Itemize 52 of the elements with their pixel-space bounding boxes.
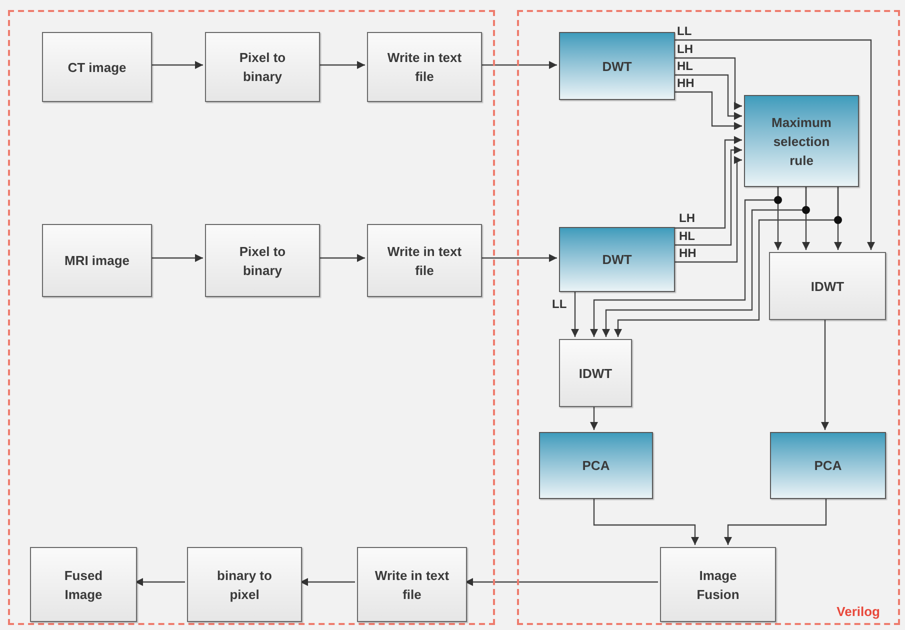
process-box: Maximum selection rule xyxy=(744,95,859,187)
arrow xyxy=(590,185,779,337)
arrow xyxy=(300,578,355,586)
arrow xyxy=(821,318,829,430)
edge-label: LL xyxy=(551,298,568,311)
arrow xyxy=(673,156,742,263)
edge-label: HL xyxy=(676,60,694,73)
arrow xyxy=(571,290,579,337)
process-box: Write in text file xyxy=(357,547,467,622)
process-box: MRI image xyxy=(42,224,152,297)
arrow xyxy=(673,74,742,120)
edge-label: LH xyxy=(676,43,694,56)
edge-label: HH xyxy=(678,247,698,260)
process-box: PCA xyxy=(770,432,886,499)
arrow xyxy=(614,185,839,337)
arrow xyxy=(150,61,203,69)
process-box: DWT xyxy=(559,227,675,292)
arrow xyxy=(602,185,807,337)
arrow xyxy=(673,39,875,250)
edge-label: HL xyxy=(678,230,696,243)
arrow xyxy=(318,61,365,69)
dashed-region xyxy=(517,10,900,625)
arrow xyxy=(318,254,365,262)
region-label: Verilog xyxy=(836,602,880,621)
arrow xyxy=(724,497,827,545)
dashed-region xyxy=(8,10,495,625)
arrow xyxy=(590,405,598,430)
arrow xyxy=(593,497,699,545)
process-box: IDWT xyxy=(559,339,632,407)
process-box: CT image xyxy=(42,32,152,102)
process-box: Fused Image xyxy=(30,547,137,622)
arrow xyxy=(135,578,185,586)
process-box: Write in text file xyxy=(367,224,482,297)
process-box: Pixel to binary xyxy=(205,224,320,297)
process-box: Write in text file xyxy=(367,32,482,102)
arrow xyxy=(673,57,742,110)
process-box: Image Fusion xyxy=(660,547,776,622)
edge-label: HH xyxy=(676,77,696,90)
arrow xyxy=(480,61,557,69)
edge-label: LL xyxy=(676,25,693,38)
process-box: IDWT xyxy=(769,252,886,320)
arrow xyxy=(673,146,742,246)
process-box: Pixel to binary xyxy=(205,32,320,102)
arrow xyxy=(150,254,203,262)
process-box: binary to pixel xyxy=(187,547,302,622)
process-box: PCA xyxy=(539,432,653,499)
arrow xyxy=(465,578,658,586)
arrow xyxy=(673,136,742,229)
edge-label: LH xyxy=(678,212,696,225)
arrow xyxy=(480,254,557,262)
process-box: DWT xyxy=(559,32,675,100)
arrow xyxy=(673,91,742,130)
